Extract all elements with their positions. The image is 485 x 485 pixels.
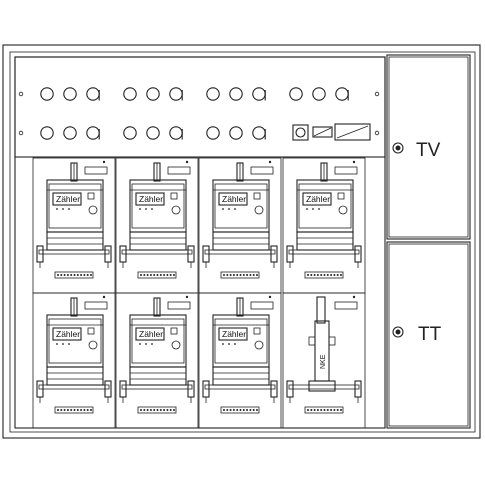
fuse-holder-icon — [169, 126, 183, 140]
cabinet-inner-frame — [9, 51, 476, 433]
electric-meter: Zähler — [198, 157, 282, 294]
meter-label: Zähler — [222, 194, 246, 204]
fuse-holder-icon — [289, 87, 303, 101]
meter-label: Zähler — [56, 329, 80, 339]
nke-connector-unit: NKE — [282, 292, 366, 429]
fuse-holder-icon — [206, 126, 220, 140]
right-bottom-door-inner — [388, 243, 469, 427]
main-switch-icon — [292, 124, 309, 141]
fuse-holder-icon — [86, 87, 100, 101]
fuse-holder-icon — [123, 126, 137, 140]
meter-label: Zähler — [222, 329, 246, 339]
electric-meter: Zähler — [115, 157, 199, 294]
fuse-panel — [14, 56, 386, 158]
electric-meter: Zähler — [32, 157, 116, 294]
fuse-holder-icon — [252, 87, 266, 101]
electric-meter: Zähler — [115, 292, 199, 429]
fuse-holder-icon — [206, 87, 220, 101]
breaker-icon — [334, 123, 371, 141]
fuse-holder-icon — [40, 87, 54, 101]
cabinet-outer-frame — [2, 44, 481, 439]
meter-label: Zähler — [139, 194, 163, 204]
fuse-holder-icon — [63, 126, 77, 140]
fuse-holder-icon — [40, 126, 54, 140]
bottom-door-lock-center-icon — [395, 329, 401, 335]
fuse-panel-screws — [18, 91, 380, 136]
right-bottom-door[interactable] — [386, 241, 471, 429]
top-door-lock-center-icon — [395, 145, 401, 151]
electric-meter: Zähler — [198, 292, 282, 429]
meter-label: Zähler — [306, 194, 330, 204]
fuse-holder-icon — [123, 87, 137, 101]
meter-slot — [115, 292, 199, 429]
fuse-holder-icon — [146, 87, 160, 101]
electric-meter: Zähler — [32, 292, 116, 429]
top-door-lock-icon — [392, 142, 404, 154]
fuse-holder-icon — [252, 126, 266, 140]
right-top-label: TV — [416, 140, 441, 161]
meter-label: Zähler — [139, 329, 163, 339]
indicator-icon — [312, 126, 333, 138]
fuse-holder-icon — [86, 126, 100, 140]
fuse-holder-icon — [169, 87, 183, 101]
fuse-holder-icon — [229, 87, 243, 101]
meter-slot — [32, 292, 116, 429]
meter-slot — [198, 292, 282, 429]
fuse-holder-icon — [146, 126, 160, 140]
right-top-door-inner — [388, 56, 469, 238]
nke-label: NKE — [320, 354, 327, 369]
fuse-holder-icon — [312, 87, 326, 101]
fuse-holder-icon — [63, 87, 77, 101]
fuse-holder-icon — [229, 126, 243, 140]
right-top-door[interactable] — [386, 54, 471, 240]
meter-label: Zähler — [56, 194, 80, 204]
fuse-holder-grid — [40, 87, 349, 140]
right-bottom-label: TT — [418, 324, 442, 345]
electric-meter: Zähler — [282, 157, 366, 294]
fuse-holder-icon — [335, 87, 349, 101]
meter-slot — [282, 292, 366, 429]
bottom-door-lock-icon — [392, 326, 404, 338]
